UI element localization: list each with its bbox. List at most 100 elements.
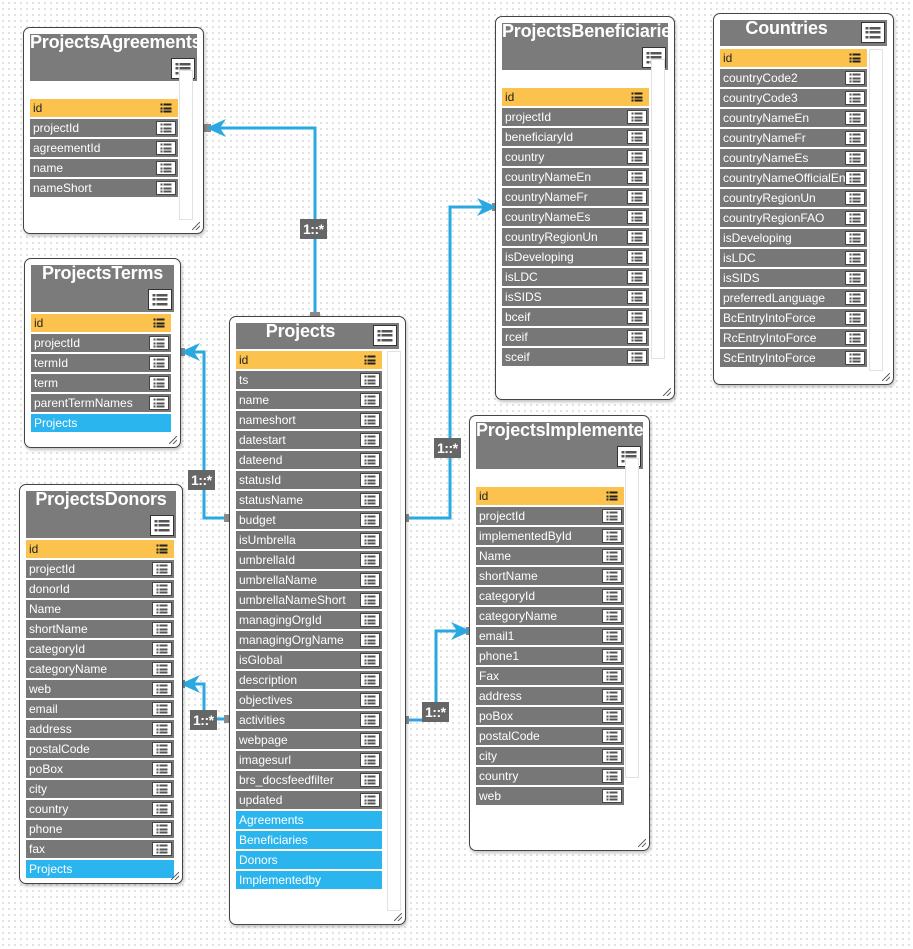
field-row[interactable]: countryCode3 <box>720 89 867 107</box>
list-icon[interactable] <box>845 151 865 165</box>
field-row[interactable]: categoryId <box>26 640 174 658</box>
list-icon[interactable] <box>149 376 169 390</box>
field-row[interactable]: sceif <box>502 348 649 366</box>
field-row[interactable]: email1 <box>476 627 624 645</box>
list-icon[interactable] <box>627 330 647 344</box>
field-row[interactable]: description <box>236 671 382 689</box>
field-row[interactable]: shortName <box>476 567 624 585</box>
field-row[interactable]: categoryId <box>476 587 624 605</box>
primary-key-field[interactable]: id <box>236 351 382 369</box>
field-row[interactable]: Fax <box>476 667 624 685</box>
field-row[interactable]: agreementId <box>30 139 178 157</box>
field-row[interactable]: term <box>31 374 171 392</box>
resize-grip-icon[interactable] <box>394 913 402 921</box>
list-icon[interactable] <box>627 110 647 124</box>
field-row[interactable]: address <box>26 720 174 738</box>
list-icon[interactable] <box>845 111 865 125</box>
list-icon[interactable] <box>152 622 172 636</box>
field-row[interactable]: countryCode2 <box>720 69 867 87</box>
field-row[interactable]: categoryName <box>476 607 624 625</box>
navigation-property[interactable]: Beneficiaries <box>236 831 382 849</box>
list-icon[interactable] <box>627 290 647 304</box>
list-icon[interactable] <box>627 210 647 224</box>
field-row[interactable]: name <box>30 159 178 177</box>
list-icon[interactable] <box>845 171 865 185</box>
resize-grip-icon[interactable] <box>882 373 890 381</box>
list-icon[interactable] <box>602 689 622 703</box>
field-row[interactable]: ScEntryIntoForce <box>720 349 867 367</box>
list-icon[interactable] <box>845 291 865 305</box>
list-icon[interactable] <box>845 231 865 245</box>
list-icon[interactable] <box>845 71 865 85</box>
scrollbar[interactable] <box>625 458 639 778</box>
field-row[interactable]: isSIDS <box>502 288 649 306</box>
list-icon[interactable] <box>845 271 865 285</box>
list-icon[interactable] <box>602 609 622 623</box>
field-row[interactable]: budget <box>236 511 382 529</box>
list-icon[interactable] <box>152 582 172 596</box>
field-row[interactable]: dateend <box>236 451 382 469</box>
field-row[interactable]: isLDC <box>720 249 867 267</box>
field-row[interactable]: umbrellaName <box>236 571 382 589</box>
primary-key-field[interactable]: id <box>476 487 624 505</box>
list-icon[interactable] <box>627 350 647 364</box>
field-row[interactable]: webpage <box>236 731 382 749</box>
list-icon[interactable] <box>360 433 380 447</box>
table-list-icon[interactable] <box>861 22 885 43</box>
field-row[interactable]: country <box>476 767 624 785</box>
list-icon[interactable] <box>602 769 622 783</box>
field-row[interactable]: countryNameEn <box>502 168 649 186</box>
primary-key-field[interactable]: id <box>502 88 649 106</box>
list-icon[interactable] <box>152 822 172 836</box>
field-row[interactable]: name <box>236 391 382 409</box>
field-row[interactable]: countryNameOfficialEn <box>720 169 867 187</box>
navigation-property[interactable]: Implementedby <box>236 871 382 889</box>
list-icon[interactable] <box>602 729 622 743</box>
field-row[interactable]: countryNameEs <box>502 208 649 226</box>
navigation-property[interactable]: Projects <box>26 860 174 878</box>
list-icon[interactable] <box>845 351 865 365</box>
field-row[interactable]: projectId <box>476 507 624 525</box>
field-row[interactable]: countryNameEn <box>720 109 867 127</box>
field-row[interactable]: countryRegionUn <box>502 228 649 246</box>
list-icon[interactable] <box>360 573 380 587</box>
field-row[interactable]: isSIDS <box>720 269 867 287</box>
field-row[interactable]: projectId <box>30 119 178 137</box>
field-row[interactable]: postalCode <box>476 727 624 745</box>
list-icon[interactable] <box>845 131 865 145</box>
list-icon[interactable] <box>360 593 380 607</box>
field-row[interactable]: RcEntryIntoForce <box>720 329 867 347</box>
list-icon[interactable] <box>360 633 380 647</box>
list-icon[interactable] <box>152 762 172 776</box>
field-row[interactable]: umbrellaId <box>236 551 382 569</box>
navigation-property[interactable]: Agreements <box>236 811 382 829</box>
list-icon[interactable] <box>360 353 380 367</box>
list-icon[interactable] <box>152 642 172 656</box>
list-icon[interactable] <box>360 553 380 567</box>
list-icon[interactable] <box>602 789 622 803</box>
list-icon[interactable] <box>845 51 865 65</box>
field-row[interactable]: country <box>502 148 649 166</box>
list-icon[interactable] <box>156 141 176 155</box>
field-row[interactable]: isGlobal <box>236 651 382 669</box>
list-icon[interactable] <box>602 749 622 763</box>
table-list-icon[interactable] <box>148 289 172 310</box>
field-row[interactable]: countryRegionUn <box>720 189 867 207</box>
list-icon[interactable] <box>149 336 169 350</box>
list-icon[interactable] <box>360 753 380 767</box>
entity-header[interactable]: ProjectsImplementedBy <box>476 420 643 469</box>
field-row[interactable]: poBox <box>26 760 174 778</box>
field-row[interactable]: countryRegionFAO <box>720 209 867 227</box>
entity-header[interactable]: ProjectsAgreements <box>30 32 197 81</box>
list-icon[interactable] <box>360 493 380 507</box>
list-icon[interactable] <box>149 316 169 330</box>
list-icon[interactable] <box>360 513 380 527</box>
primary-key-field[interactable]: id <box>26 540 174 558</box>
field-row[interactable]: datestart <box>236 431 382 449</box>
list-icon[interactable] <box>360 413 380 427</box>
field-row[interactable]: countryNameEs <box>720 149 867 167</box>
list-icon[interactable] <box>602 509 622 523</box>
field-row[interactable]: countryNameFr <box>502 188 649 206</box>
navigation-property[interactable]: Donors <box>236 851 382 869</box>
